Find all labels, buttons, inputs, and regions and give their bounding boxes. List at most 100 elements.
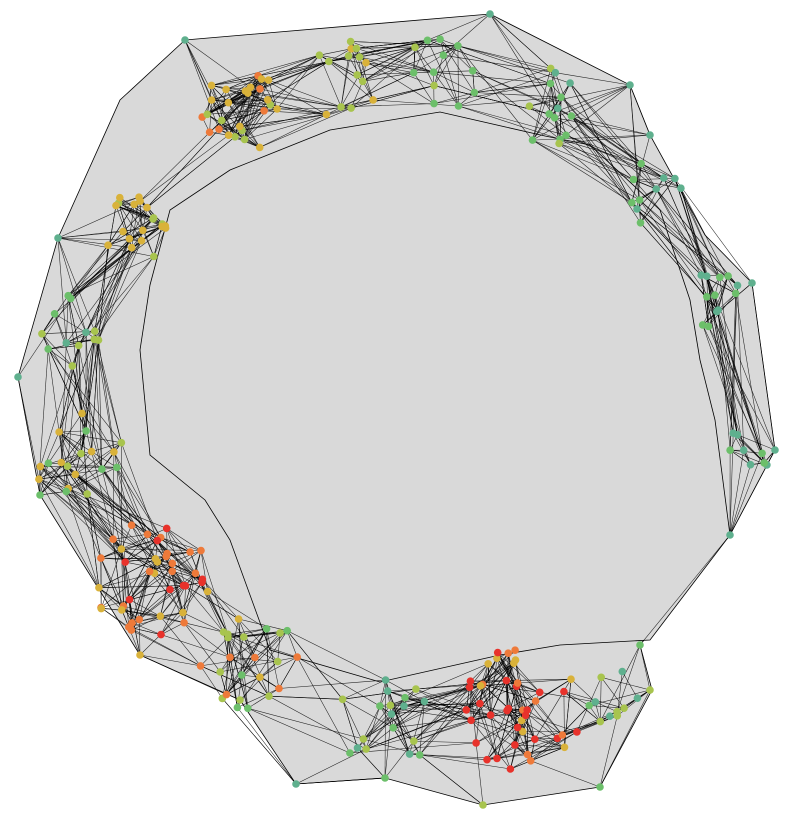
graph-node (362, 58, 370, 67)
edge (266, 628, 270, 697)
edge (391, 713, 410, 755)
edge (286, 630, 298, 658)
edge (555, 72, 631, 86)
edge (48, 463, 122, 550)
edge (278, 679, 386, 689)
graph-node (153, 536, 162, 545)
edge (458, 72, 556, 107)
edge (139, 619, 141, 656)
graph-node (493, 654, 501, 662)
graph-node (135, 193, 143, 201)
edge (413, 685, 481, 742)
edge (514, 686, 517, 745)
edge (238, 618, 278, 662)
edge (115, 205, 154, 219)
edge (278, 656, 298, 689)
graph-node (400, 702, 408, 710)
edge (393, 684, 483, 729)
graph-node (224, 630, 232, 638)
graph-node (454, 42, 462, 50)
edge (414, 47, 434, 73)
edge (328, 48, 352, 62)
graph-node (74, 341, 83, 350)
graph-node (233, 703, 242, 712)
graph-node (90, 335, 99, 344)
edge (548, 83, 551, 114)
edge (340, 55, 349, 107)
edge (466, 709, 523, 732)
edge (413, 681, 471, 742)
graph-node (113, 463, 121, 472)
edge (359, 47, 416, 58)
edge (259, 107, 352, 148)
edge (439, 39, 473, 71)
edge (414, 47, 435, 86)
edge (171, 571, 184, 613)
graph-node (82, 328, 90, 337)
edge (702, 324, 763, 454)
edge (470, 663, 489, 682)
graph-node (149, 214, 158, 222)
edge (59, 431, 122, 443)
edge (706, 276, 709, 327)
edge (349, 742, 477, 754)
graph-node (553, 104, 562, 113)
edge (729, 450, 744, 536)
edge (433, 55, 444, 86)
edge (475, 742, 484, 806)
edge (86, 493, 100, 588)
edge (413, 720, 472, 742)
edge (413, 72, 435, 104)
graph-node (511, 646, 519, 654)
edge (160, 537, 196, 574)
graph-node (476, 699, 484, 708)
edge (719, 277, 738, 435)
graph-node (566, 79, 574, 87)
edge (242, 114, 327, 131)
graph-node (510, 659, 518, 667)
edge (600, 677, 602, 722)
inner-hole (139, 111, 731, 683)
edge (258, 54, 320, 77)
graph-node (179, 581, 188, 590)
edge (81, 413, 115, 453)
edge (295, 777, 386, 785)
edge (655, 188, 721, 278)
edge (70, 245, 109, 299)
edge (558, 143, 634, 180)
edge (131, 622, 162, 635)
edge (535, 678, 572, 702)
edge (419, 754, 511, 770)
edge (508, 692, 540, 709)
edge (38, 478, 161, 538)
graph-node (136, 651, 144, 659)
graph-node (264, 76, 273, 84)
edge (387, 691, 410, 755)
edge (641, 163, 676, 179)
edge (629, 84, 651, 136)
edge (409, 753, 498, 759)
edge (560, 97, 634, 180)
edge (115, 205, 166, 227)
graph-node (626, 81, 634, 89)
graph-node (127, 243, 136, 252)
graph-node (234, 615, 243, 623)
edge (237, 707, 297, 785)
edge (529, 96, 562, 107)
graph-node (127, 626, 136, 634)
edge (458, 105, 567, 136)
edge (146, 136, 236, 208)
edge (640, 178, 676, 223)
graph-node (293, 653, 302, 661)
edge (674, 178, 753, 284)
edge (98, 572, 155, 588)
edge (65, 491, 100, 588)
edge (439, 39, 459, 107)
graph-node (502, 676, 511, 685)
edge (142, 207, 148, 231)
graph-node (483, 755, 491, 764)
edge (182, 550, 202, 613)
graph-node (87, 447, 96, 456)
edge (139, 134, 229, 202)
edge (98, 587, 122, 611)
